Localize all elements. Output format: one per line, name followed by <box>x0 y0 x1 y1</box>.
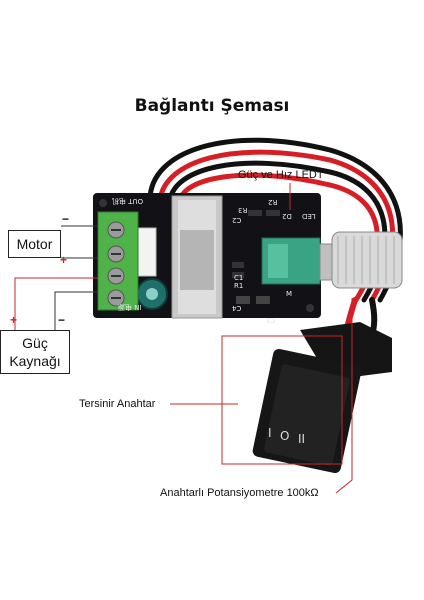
svg-text:O: O <box>280 429 289 443</box>
motor-minus-sign: − <box>62 212 70 226</box>
pcb-out-label: OUT 电机 <box>112 197 144 205</box>
power-minus-sign: − <box>58 313 66 327</box>
power-label-line1: Güç <box>22 335 48 351</box>
pcb-r3-label: R3 <box>238 206 248 214</box>
pcb-led-label: LED <box>302 212 316 220</box>
callout-lines <box>14 183 353 494</box>
potentiometer <box>261 231 403 289</box>
svg-text:I: I <box>268 426 272 440</box>
pcb-c1-label: C1 <box>234 274 244 282</box>
pcb-d2-label: D2 <box>282 212 292 220</box>
potentiometer-label: Anahtarlı Potansiyometre 100kΩ <box>160 487 319 499</box>
terminal-block <box>97 211 139 311</box>
diagram-title: Bağlantı Şeması <box>134 96 290 116</box>
pcb-r2-label: R2 <box>268 198 278 206</box>
pcb-c2-label: C2 <box>232 216 242 224</box>
power-label-line2: Kaynağı <box>9 353 61 369</box>
power-plus-sign: + <box>10 313 18 327</box>
motor-box: Motor <box>8 230 61 258</box>
pcb-board <box>93 193 321 319</box>
switch-label: Tersinir Anahtar <box>79 398 156 410</box>
pcb-c3-label: C3 <box>266 316 276 324</box>
pcb-r1-label: R1 <box>234 282 244 290</box>
rocker-switch: I O II <box>252 322 392 474</box>
svg-text:II: II <box>298 432 305 446</box>
motor-plus-sign: + <box>60 253 68 267</box>
motor-label: Motor <box>16 236 53 252</box>
pcb-in-label: IN 电源 <box>118 303 142 311</box>
pcb-m-label: M <box>286 290 293 298</box>
led-label: Güç ve Hız LED'i <box>238 169 322 181</box>
power-supply-box: Güç Kaynağı <box>0 330 70 374</box>
pcb-c4-label: C4 <box>232 304 242 312</box>
